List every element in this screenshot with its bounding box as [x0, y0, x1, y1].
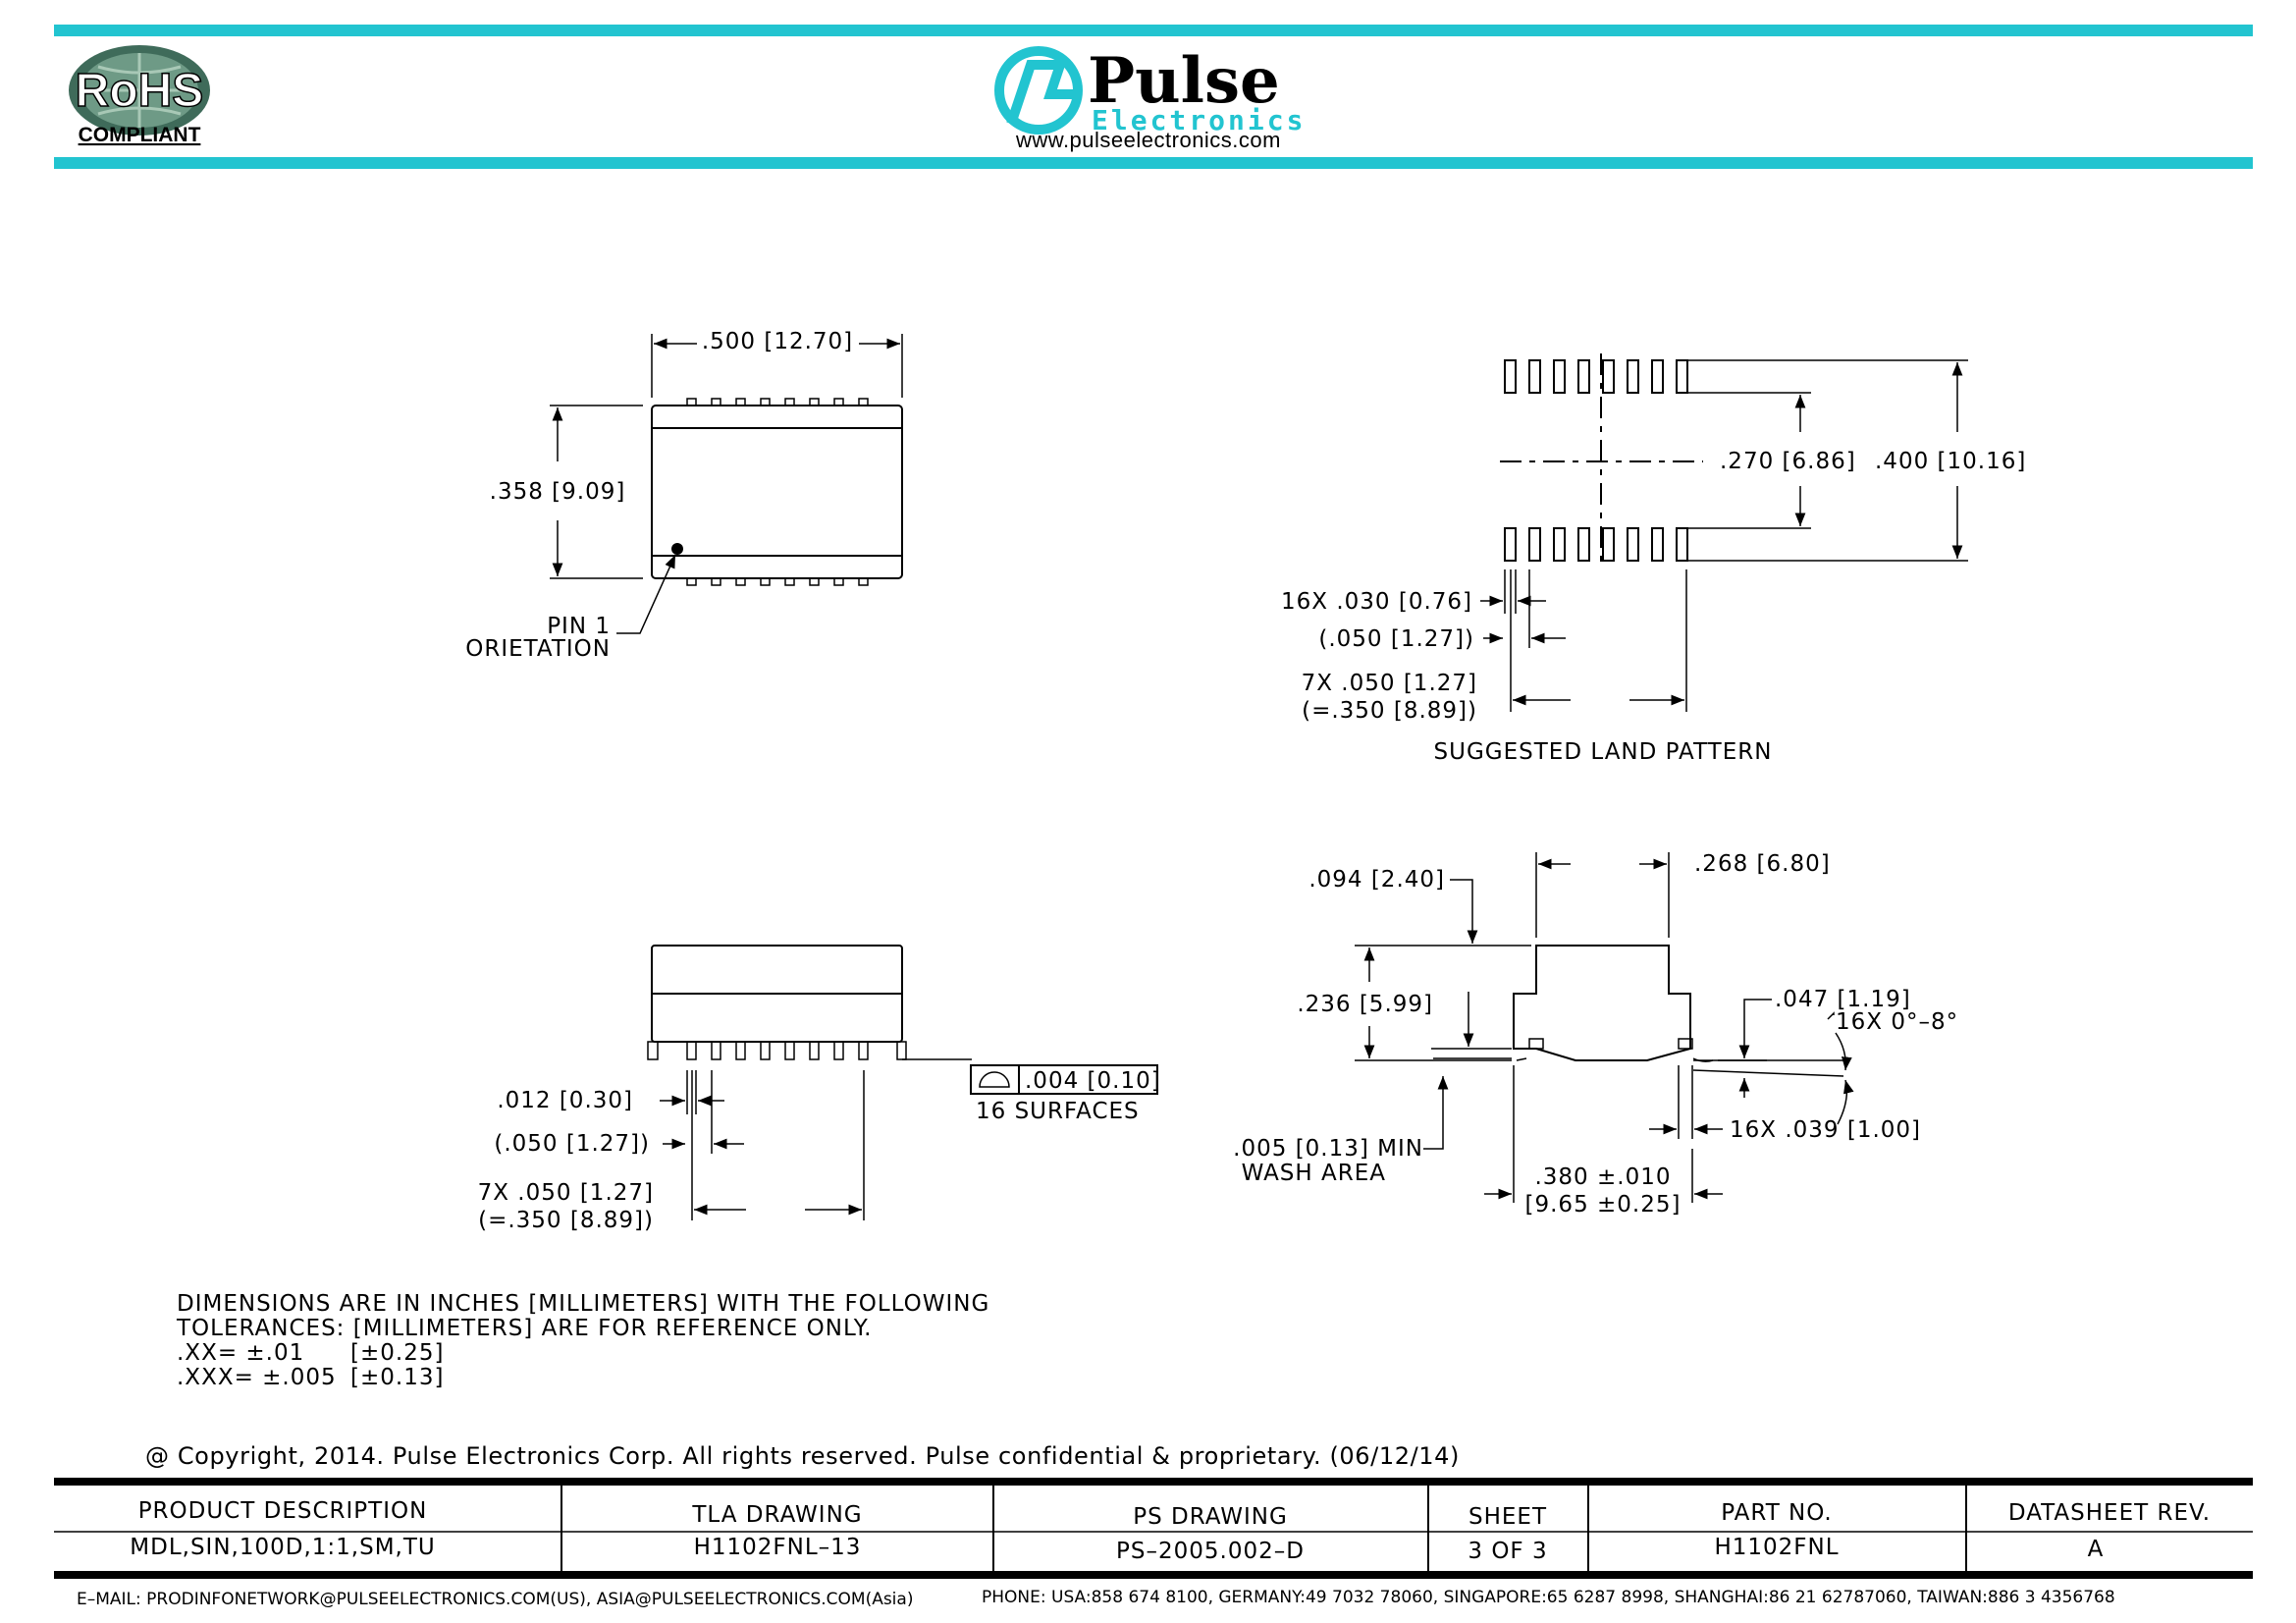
header-top-bar — [54, 25, 2253, 36]
top-view: .500 [12.70] .358 [9.09] PIN 1 ORIETATIO… — [465, 329, 903, 662]
side-dim-047: .047 [1.19] — [1775, 987, 1911, 1012]
front-pitch-1: 7X .050 [1.27] — [478, 1180, 654, 1206]
tb-value-product: MDL,SIN,100D,1:1,SM,TU — [130, 1535, 435, 1560]
land-dim-270: .270 [6.86] — [1720, 449, 1856, 474]
front-leads — [647, 1041, 907, 1060]
front-view: .004 [0.10] 16 SURFACES .012 [0.30] (.05… — [478, 945, 1161, 1233]
footer-phone: PHONE: USA:858 674 8100, GERMANY:49 7032… — [982, 1588, 2115, 1607]
side-span-1: .380 ±.010 — [1534, 1164, 1671, 1190]
tb-header-rev: DATASHEET REV. — [2008, 1500, 2211, 1526]
land-dim-400: .400 [10.16] — [1875, 449, 2026, 474]
note-line-3b: [±0.25] — [350, 1340, 444, 1366]
side-wash-1: .005 [0.13] MIN — [1233, 1136, 1423, 1162]
side-span-2: [9.65 ±0.25] — [1525, 1192, 1682, 1217]
front-pitch-2: (=.350 [8.89]) — [478, 1208, 654, 1233]
land-pitch-2: (=.350 [8.89]) — [1302, 698, 1477, 724]
copyright: @ Copyright, 2014. Pulse Electronics Cor… — [145, 1442, 1460, 1470]
tb-value-sheet: 3 OF 3 — [1468, 1539, 1547, 1564]
tb-header-part: PART NO. — [1721, 1500, 1833, 1526]
website: www.pulseelectronics.com — [1015, 128, 1281, 152]
rohs-text: RoHS — [76, 65, 204, 117]
top-height-dim: .358 [9.09] — [490, 479, 626, 505]
coplanarity-value: .004 [0.10] — [1025, 1068, 1161, 1094]
brand-name: Pulse — [1088, 44, 1280, 118]
tolerance-notes: DIMENSIONS ARE IN INCHES [MILLIMETERS] W… — [176, 1291, 989, 1390]
note-line-4a: .XXX= ±.005 — [177, 1365, 337, 1390]
side-dim-268: .268 [6.80] — [1694, 851, 1831, 877]
front-lead-pitch: (.050 [1.27]) — [494, 1131, 650, 1157]
side-wash-2: WASH AREA — [1242, 1161, 1386, 1186]
land-pattern: .270 [6.86] .400 [10.16] 16X .030 [0.76]… — [1281, 353, 2026, 765]
land-pad-pitch: (.050 [1.27]) — [1318, 626, 1474, 652]
coplanarity-surfaces: 16 SURFACES — [976, 1099, 1140, 1124]
tb-value-rev: A — [2088, 1537, 2105, 1562]
pulse-logo: Pulse Electronics www.pulseelectronics.c… — [994, 44, 1306, 152]
rohs-logo: RoHS COMPLIANT — [69, 45, 210, 146]
note-line-1: DIMENSIONS ARE IN INCHES [MILLIMETERS] W… — [177, 1291, 989, 1317]
rohs-compliant-text: COMPLIANT — [79, 124, 201, 146]
side-lead-039: 16X .039 [1.00] — [1730, 1117, 1921, 1143]
tb-header-sheet: SHEET — [1468, 1504, 1547, 1530]
front-lead-width: .012 [0.30] — [497, 1088, 633, 1113]
land-pitch-1: 7X .050 [1.27] — [1302, 671, 1477, 696]
land-pads — [1504, 359, 1688, 562]
note-line-4b: [±0.13] — [350, 1365, 444, 1390]
tb-value-ps: PS–2005.002–D — [1116, 1539, 1305, 1564]
top-leads — [686, 398, 869, 586]
note-line-3a: .XX= ±.01 — [177, 1340, 304, 1366]
tb-header-product: PRODUCT DESCRIPTION — [138, 1498, 428, 1524]
tb-value-part: H1102FNL — [1714, 1535, 1839, 1560]
tb-value-tla: H1102FNL–13 — [694, 1535, 862, 1560]
side-view: .268 [6.80] .094 [2.40] .236 [5.99] .047… — [1233, 851, 1958, 1217]
note-line-2: TOLERANCES: [MILLIMETERS] ARE FOR REFERE… — [176, 1316, 872, 1341]
tb-header-tla: TLA DRAWING — [691, 1502, 862, 1528]
land-caption: SUGGESTED LAND PATTERN — [1434, 739, 1773, 765]
title-block: PRODUCT DESCRIPTION TLA DRAWING PS DRAWI… — [54, 1478, 2253, 1579]
brand-sub: Electronics — [1092, 104, 1306, 136]
header-bottom-bar — [54, 157, 2253, 169]
side-angle: 16X 0°–8° — [1836, 1009, 1958, 1035]
land-pad-width: 16X .030 [0.76] — [1281, 589, 1472, 615]
side-dim-094: .094 [2.40] — [1308, 867, 1445, 893]
footer-email: E–MAIL: PRODINFONETWORK@PULSEELECTRONICS… — [77, 1590, 913, 1609]
pin1-dot — [671, 543, 683, 555]
pin1-label-2: ORIETATION — [465, 636, 611, 662]
tb-header-ps: PS DRAWING — [1133, 1504, 1288, 1530]
pin1-label-1: PIN 1 — [547, 614, 611, 639]
side-dim-236: .236 [5.99] — [1297, 992, 1433, 1017]
top-width-dim: .500 [12.70] — [702, 329, 853, 354]
